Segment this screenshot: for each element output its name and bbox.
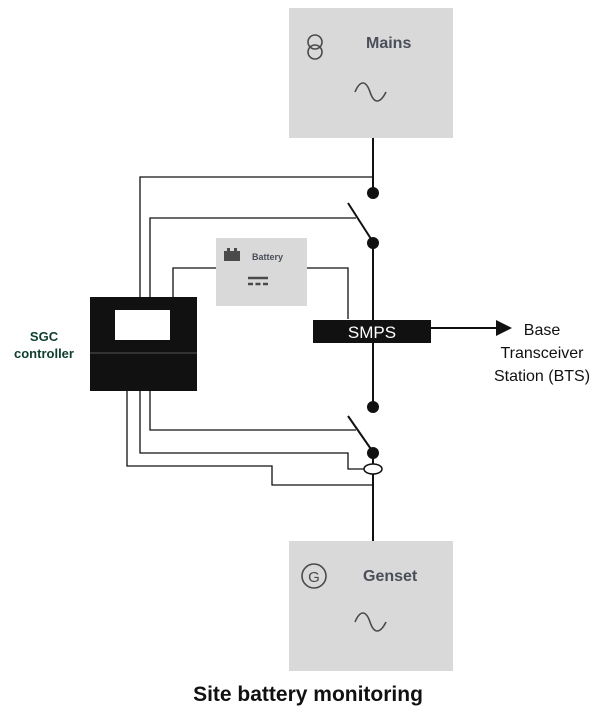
mains-label: Mains — [366, 35, 411, 52]
controller-display — [115, 310, 170, 340]
breaker-node — [367, 401, 379, 413]
current-sensor — [363, 463, 383, 475]
controller-label-line1: SGC — [30, 329, 59, 344]
bts-label-line1: Base — [524, 322, 561, 339]
smps-label: SMPS — [348, 323, 396, 342]
bts-label-line2: Transceiver — [501, 345, 585, 362]
genset-ac-wave-icon — [354, 612, 387, 632]
diagram-title: Site battery monitoring — [193, 683, 423, 706]
battery-unit: Battery — [216, 238, 307, 306]
mains-ac-wave-icon — [354, 82, 387, 102]
sgc-controller — [90, 297, 197, 391]
mains-source: Mains — [289, 8, 453, 138]
genset-source: G Genset — [289, 541, 453, 671]
smps-block: SMPS — [313, 320, 431, 343]
dc-symbol-icon — [248, 276, 268, 286]
genset-breaker — [347, 401, 379, 459]
breaker-node — [367, 447, 379, 459]
generator-icon — [301, 563, 327, 589]
breaker-node — [367, 237, 379, 249]
generator-symbol: G — [308, 569, 320, 586]
battery-icon — [224, 248, 240, 261]
bts-arrow — [431, 320, 512, 336]
genset-label: Genset — [363, 568, 418, 585]
controller-label-line2: controller — [14, 346, 74, 361]
control-wiring — [126, 176, 374, 486]
battery-label: Battery — [252, 252, 283, 262]
bts-label-line3: Station (BTS) — [494, 368, 590, 385]
transformer-icon — [307, 34, 323, 60]
